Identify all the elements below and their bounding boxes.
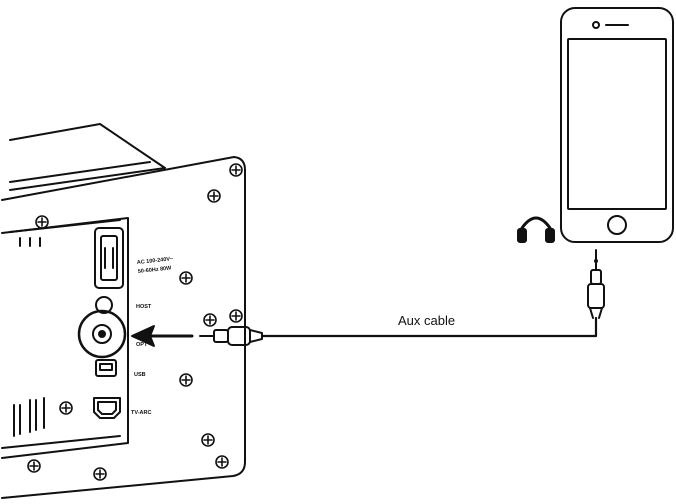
headphones-icon (517, 216, 555, 243)
panel-screws (27, 163, 243, 481)
aux-cable (260, 316, 598, 338)
screw-icon (179, 373, 193, 387)
usb-port (95, 359, 117, 377)
aux-jack-right (587, 249, 605, 319)
host-button (95, 296, 113, 314)
power-rating-line1: AC 100-240V~ (137, 256, 174, 266)
screw-icon (179, 271, 193, 285)
port-label-opt: OPT (136, 342, 148, 348)
screw-icon (27, 459, 41, 473)
screw-icon (229, 163, 243, 177)
hdmi-arc-port (93, 397, 121, 419)
screw-icon (93, 467, 107, 481)
screw-icon (215, 455, 229, 469)
screw-icon (229, 309, 243, 323)
phone-home-button (607, 215, 627, 235)
smartphone (560, 7, 674, 243)
port-label-host: HOST (136, 304, 152, 310)
screw-icon (203, 313, 217, 327)
rear-panel (1, 156, 246, 499)
port-label-tv-arc: TV-ARC (131, 410, 152, 416)
aux-port (92, 324, 112, 344)
power-socket (94, 227, 124, 289)
aux-port-highlight (77, 309, 127, 359)
port-label-usb: USB (134, 372, 146, 378)
screw-icon (207, 189, 221, 203)
aux-jack-left (199, 326, 263, 346)
screw-icon (59, 401, 73, 415)
soundbar-body (1, 123, 246, 499)
arrow-icon (131, 325, 194, 347)
phone-camera (592, 21, 600, 29)
power-rating-line2: 50-60Hz 80W (138, 265, 173, 275)
screw-icon (35, 215, 49, 229)
screw-icon (201, 433, 215, 447)
aux-cable-label: Aux cable (398, 313, 455, 328)
